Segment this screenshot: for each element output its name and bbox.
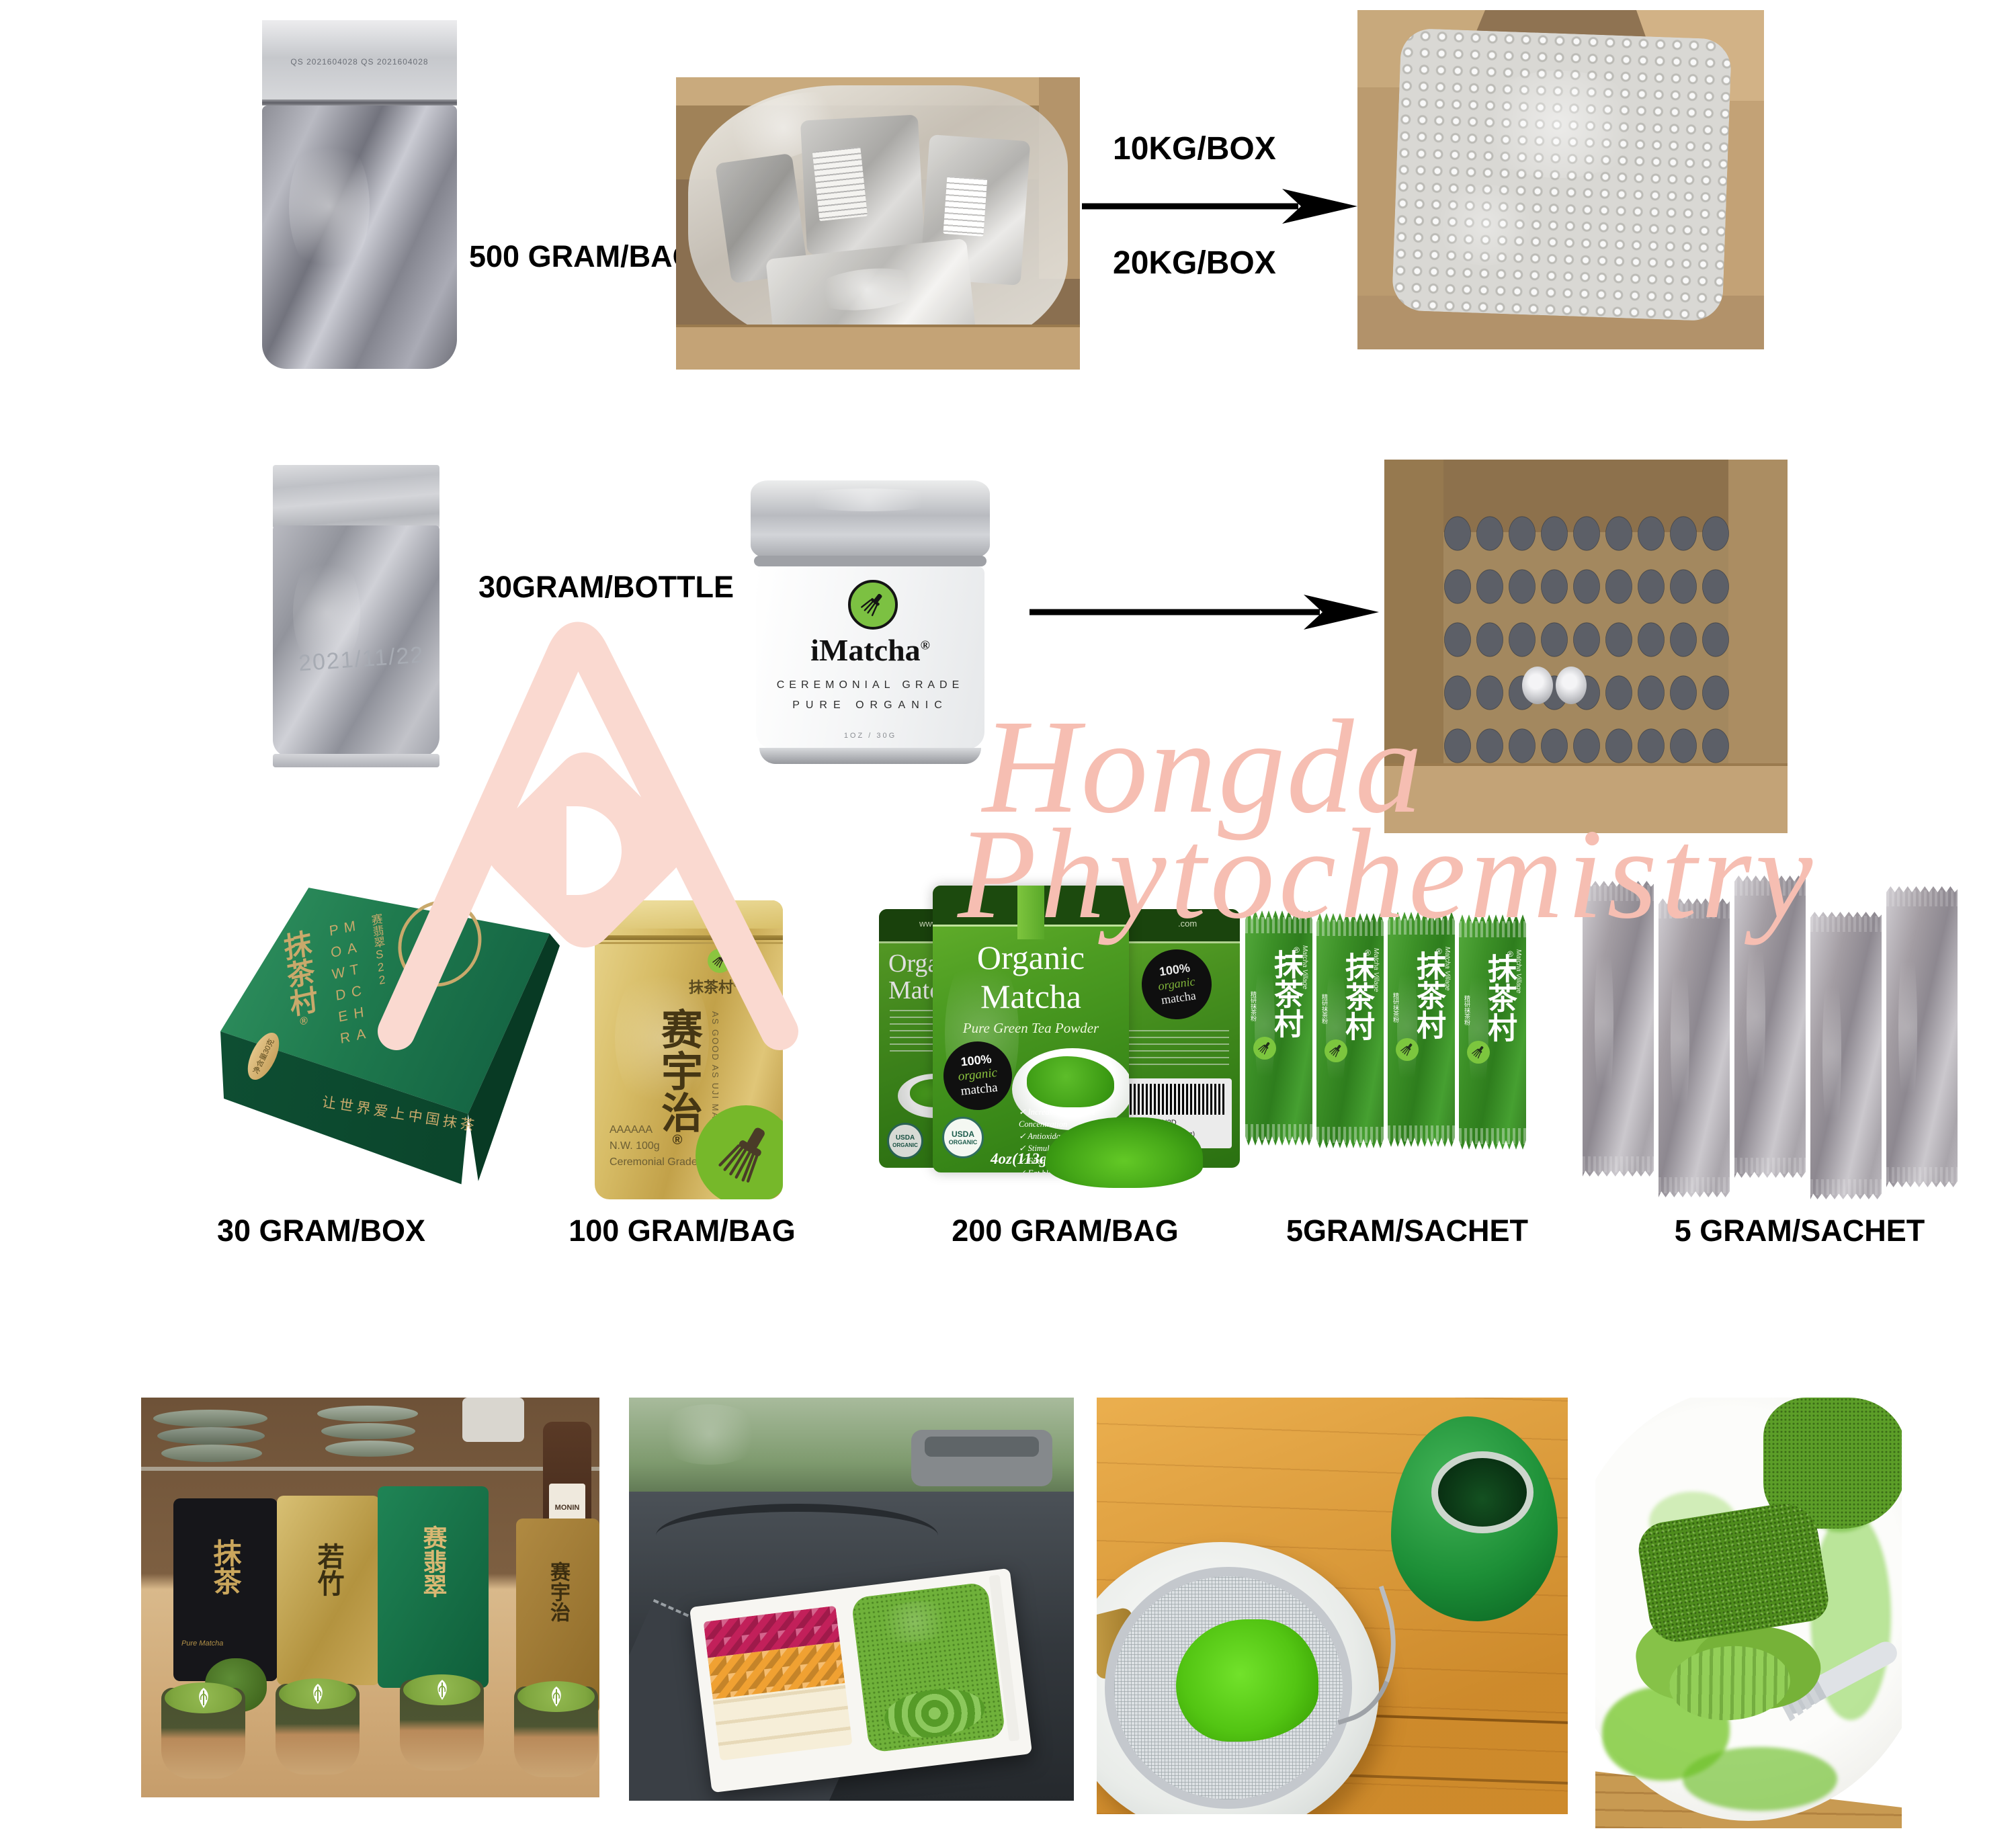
box-brand-cn: 抹茶村: [279, 927, 319, 1019]
silver-jar-cap: [1522, 667, 1553, 704]
organic-bag-right: .com 100% organic matcha X000LOXN2D PURE…: [1118, 909, 1240, 1168]
photo-bags-in-carton: [676, 77, 1080, 370]
bowl-with-matcha: [1012, 1048, 1129, 1130]
matcha-powder-pile: [1045, 1117, 1203, 1188]
box-reg: ®: [297, 1014, 310, 1029]
matcha-roll: [851, 1582, 1006, 1754]
photo-bubble-wrapped-carton: [1357, 10, 1764, 349]
label-200-gram-bag: 200 GRAM/BAG: [952, 1213, 1179, 1248]
foil-bag-clear-top: QS 2021604028 QS 2021604028: [262, 20, 457, 103]
jar-brand-text: iMatcha: [810, 633, 921, 667]
web-text: .com: [1178, 918, 1198, 929]
goldbag-spec1: AAAAAA: [610, 1124, 653, 1136]
bag-zipper: [262, 99, 457, 105]
organic-weight: 4oz(113g): [991, 1150, 1052, 1167]
label-5-gram-sachet-silver: 5 GRAM/SACHET: [1674, 1213, 1925, 1248]
imatcha-logo-icon: [848, 580, 898, 630]
photo-matcha-crepe-plate: [1595, 1398, 1902, 1828]
matcha-latte-cup: [161, 1682, 245, 1779]
watermark-word-1: Hongda: [982, 693, 1424, 841]
jar-grade-text: CEREMONIAL GRADE: [776, 679, 964, 691]
box-brand-en: MATCHA POWDER: [325, 918, 370, 1054]
barcode-label: X000LOXN2D PURE MATCHA (4oz): [1124, 1078, 1232, 1148]
silver-jar-cap: [1556, 667, 1587, 704]
silver-sachet: [1886, 886, 1958, 1187]
foil-bag-500g-image: QS 2021604028 QS 2021604028: [262, 20, 457, 370]
green-sachet: 抹茶村 ® Matcha Village 精研抹茶粉: [1388, 912, 1455, 1147]
cafe-bronze-bag: 赛宇治: [516, 1519, 599, 1713]
goldbag-spec2: N.W. 100g: [610, 1140, 660, 1152]
foil-bag-body: [262, 105, 457, 369]
label-100-gram-bag: 100 GRAM/BAG: [569, 1213, 796, 1248]
label-5gram-sachet-green: 5GRAM/SACHET: [1286, 1213, 1529, 1248]
box-variant: 赛翡翠S22: [369, 912, 389, 988]
silver-sachet: [1734, 875, 1806, 1178]
cafe-green-bag: 赛翡翠: [378, 1486, 489, 1688]
matcha-powder-mound: [1176, 1619, 1318, 1742]
whisk-icon: [861, 593, 882, 616]
imatcha-jar-image: iMatcha® CEREMONIAL GRADE PURE ORGANIC 1…: [746, 480, 995, 776]
batch-code-text: QS 2021604028 QS 2021604028: [290, 57, 429, 67]
jar-reg-mark: ®: [920, 638, 930, 653]
silver-sachet: [1658, 898, 1730, 1197]
crepe-chunk: [1630, 1498, 1841, 1727]
green-sachet: 抹茶村 ® Matcha Village 精研抹茶粉: [1245, 910, 1312, 1146]
foil-bag-in-box: [800, 114, 925, 255]
silver-sachet: [1810, 912, 1882, 1199]
silver-sachet: [1583, 881, 1654, 1177]
organic-subtitle: Pure Green Tea Powder: [962, 1020, 1099, 1036]
green-sachet: 抹茶村 ® Matcha Village 精研抹茶粉: [1316, 913, 1384, 1148]
photo-jars-in-carton: [1384, 460, 1788, 833]
jar-organic-text: PURE ORGANIC: [792, 699, 948, 711]
goldbag-logo-icon: [708, 949, 732, 973]
organic-title1: Organic: [976, 939, 1085, 976]
gold-bag-image: 抹茶村® 赛宇治® AS GOOD AS UJI MATCHA AAAAAA N…: [595, 900, 783, 1199]
green-jar: [1391, 1416, 1558, 1621]
matcha-latte-cup: [514, 1681, 598, 1777]
label-500-gram-bag: 500 GRAM/BAG: [469, 239, 696, 273]
label-30gram-bottle: 30GRAM/BOTTLE: [478, 570, 734, 604]
silver-pouch-image: 2021/11/22: [273, 465, 439, 769]
green-box-image: 抹茶村® MATCHA POWDER 赛翡翠S22 一级 净含量30克 让世界爱…: [220, 882, 560, 1187]
parked-car: [911, 1430, 1052, 1486]
label-10kg-box: 10KG/BOX: [1113, 131, 1276, 167]
goldbag-spec3: Ceremonial Grade: [610, 1156, 698, 1168]
arrow-right-icon: [1082, 187, 1357, 226]
goldbag-brand-cn: 抹茶村: [689, 979, 734, 996]
fruit-cake: [703, 1605, 853, 1761]
silver-sachets-group: [1583, 870, 1979, 1199]
jar-caps-grid: [1441, 507, 1732, 772]
arrow-right-icon: [1030, 593, 1379, 632]
organic-title2: Matcha: [980, 978, 1081, 1015]
goldbag-reg: ®: [733, 981, 739, 989]
box-whisk-logo-icon: [394, 892, 486, 995]
photo-matcha-sieve: [1097, 1398, 1568, 1814]
green-sachet: 抹茶村 ® Matcha Village 精研抹茶粉: [1459, 914, 1526, 1150]
label-20kg-box: 20KG/BOX: [1113, 245, 1276, 281]
photo-matcha-lattes-cafe: MONIN 抹茶 Pure Matcha 若竹 赛翡翠 赛宇治: [141, 1398, 599, 1797]
matcha-latte-cup: [276, 1678, 360, 1775]
cafe-black-bag: 抹茶 Pure Matcha: [173, 1498, 278, 1681]
jar-size-text: 1OZ / 30G: [843, 732, 897, 740]
photo-desserts-on-dashboard: [629, 1398, 1074, 1801]
goldbag-whisk-circle-icon: [696, 1105, 783, 1199]
box-grade: 一级: [379, 1011, 394, 1037]
bottle-brand-text: MONIN: [554, 1504, 580, 1512]
dessert-box: [689, 1568, 1033, 1793]
green-sachets-group: 抹茶村 ® Matcha Village 精研抹茶粉 抹茶村 ® Matcha …: [1245, 910, 1527, 1150]
label-30-gram-box: 30 GRAM/BOX: [216, 1213, 426, 1248]
cafe-gold-foil-bag: 若竹: [277, 1496, 380, 1685]
matcha-latte-cup: [400, 1674, 484, 1770]
